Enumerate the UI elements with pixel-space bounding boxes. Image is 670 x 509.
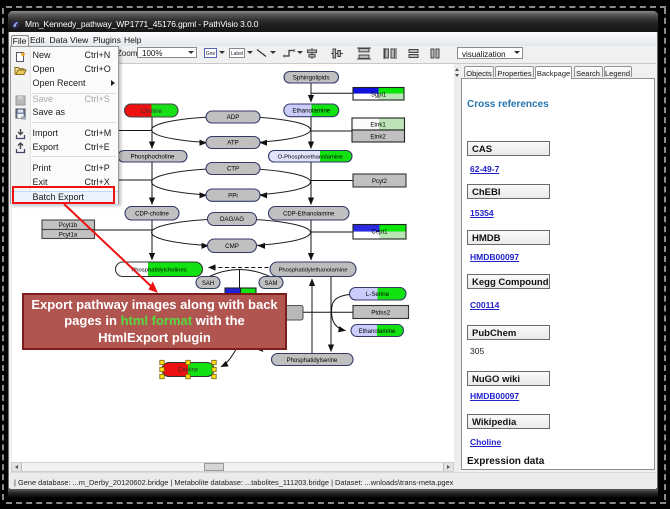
svg-text:Choline: Choline [141, 108, 163, 115]
svg-text:Etnk2: Etnk2 [370, 134, 386, 140]
svg-text:Phosphatidylethanolamine: Phosphatidylethanolamine [278, 267, 348, 273]
svg-text:Pcyt1b: Pcyt1b [59, 223, 78, 229]
svg-text:Phosphocholine: Phosphocholine [130, 154, 175, 161]
svg-text:Ethanolamine: Ethanolamine [292, 108, 330, 115]
svg-text:Ethanolamine: Ethanolamine [359, 329, 396, 335]
svg-text:ADP: ADP [227, 114, 240, 121]
svg-text:CDP-choline: CDP-choline [135, 212, 169, 218]
svg-text:Etnk1: Etnk1 [370, 122, 386, 128]
svg-text:CDP-Ethanolamine: CDP-Ethanolamine [283, 212, 335, 218]
svg-text:CTP: CTP [227, 166, 239, 173]
svg-text:SAM: SAM [264, 281, 277, 287]
svg-text:Sgpl1: Sgpl1 [371, 93, 387, 99]
svg-text:Choline: Choline [178, 368, 199, 374]
svg-text:O-Phosphoethanolamine: O-Phosphoethanolamine [278, 155, 344, 161]
svg-text:L-Serine: L-Serine [366, 291, 390, 298]
svg-text:DAG/AG: DAG/AG [220, 216, 244, 223]
svg-text:CMP: CMP [225, 243, 239, 250]
svg-text:PPi: PPi [228, 192, 238, 199]
svg-text:SAH: SAH [202, 281, 214, 287]
svg-text:ATP: ATP [227, 140, 239, 147]
svg-text:Phosphatidylcholines: Phosphatidylcholines [131, 267, 186, 273]
svg-text:Phosphatidylserine: Phosphatidylserine [287, 358, 338, 364]
svg-text:Ptdss2: Ptdss2 [371, 309, 390, 316]
svg-text:Sphingolipids: Sphingolipids [293, 75, 330, 82]
svg-text:Pcyt1a: Pcyt1a [59, 232, 78, 238]
svg-text:Cept1: Cept1 [371, 230, 388, 236]
svg-text:Pcyt2: Pcyt2 [372, 179, 388, 185]
